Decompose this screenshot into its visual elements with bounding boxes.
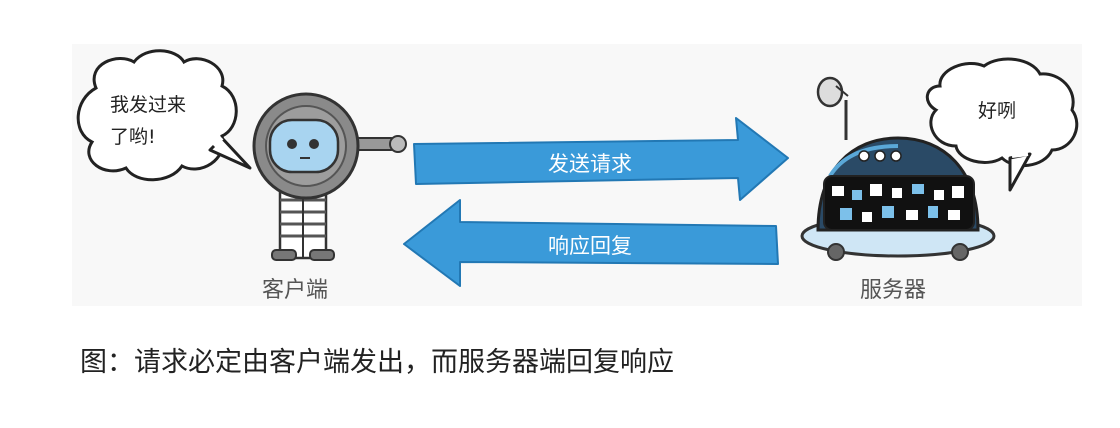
server-speech-text: 好咧 <box>978 100 1017 122</box>
client-speech-line1: 我发过来 <box>110 94 187 116</box>
client-speech-bubble <box>76 49 252 182</box>
server-robot-icon <box>800 76 996 261</box>
server-speech-bubble <box>925 57 1079 192</box>
request-arrow-label: 发送请求 <box>548 152 632 176</box>
client-robot-icon <box>252 92 407 261</box>
client-speech-line2: 了哟! <box>110 126 156 148</box>
client-label: 客户端 <box>262 278 329 303</box>
response-arrow-label: 响应回复 <box>548 234 632 258</box>
response-arrow <box>403 199 779 287</box>
server-label: 服务器 <box>860 278 927 303</box>
request-arrow <box>413 117 789 201</box>
figure-caption: 图：请求必定由客户端发出，而服务器端回复响应 <box>80 347 674 378</box>
